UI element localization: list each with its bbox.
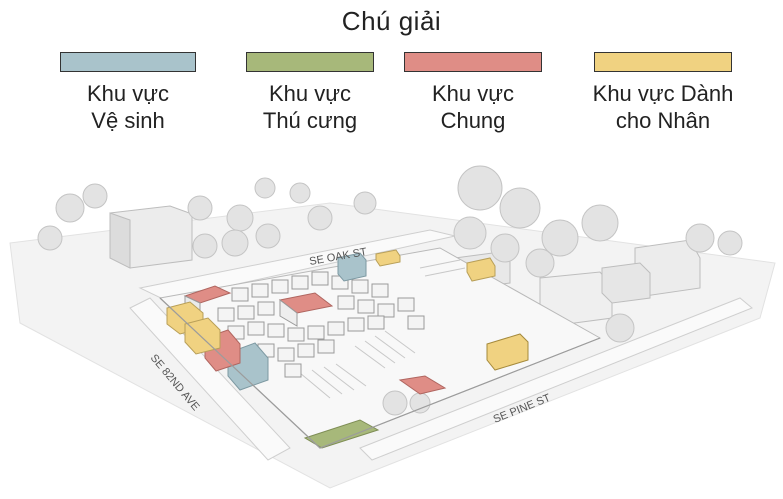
- shelter-pods: [217, 271, 425, 378]
- legend-label-common: Khu vực Chung: [432, 81, 514, 133]
- zone-staff: [166, 249, 529, 371]
- legend-item-staff: Khu vực Dành cho Nhân: [568, 52, 758, 134]
- site-plan-map: SE OAK ST SE 82ND AVE SE PINE ST: [9, 165, 776, 489]
- zone-common: [183, 285, 447, 395]
- legend-swatch-hygiene: [60, 52, 196, 72]
- legend-label-hygiene: Khu vực Vệ sinh: [87, 81, 169, 133]
- legend-item-pet: Khu vực Thú cưng: [215, 52, 405, 134]
- legend-label-staff: Khu vực Dành cho Nhân: [592, 81, 734, 133]
- legend-label-pet: Khu vực Thú cưng: [262, 81, 358, 133]
- legend-item-common: Khu vực Chung: [378, 52, 568, 134]
- legend-swatch-staff: [594, 52, 732, 72]
- streets: [129, 229, 753, 461]
- parking-lines: [299, 259, 466, 399]
- legend-swatch-common: [404, 52, 542, 72]
- legend-title: Chú giải: [341, 6, 442, 36]
- legend-swatch-pet: [246, 52, 374, 72]
- legend-item-hygiene: Khu vực Vệ sinh: [33, 52, 223, 134]
- trees: [37, 165, 743, 416]
- site-fence: [159, 297, 601, 449]
